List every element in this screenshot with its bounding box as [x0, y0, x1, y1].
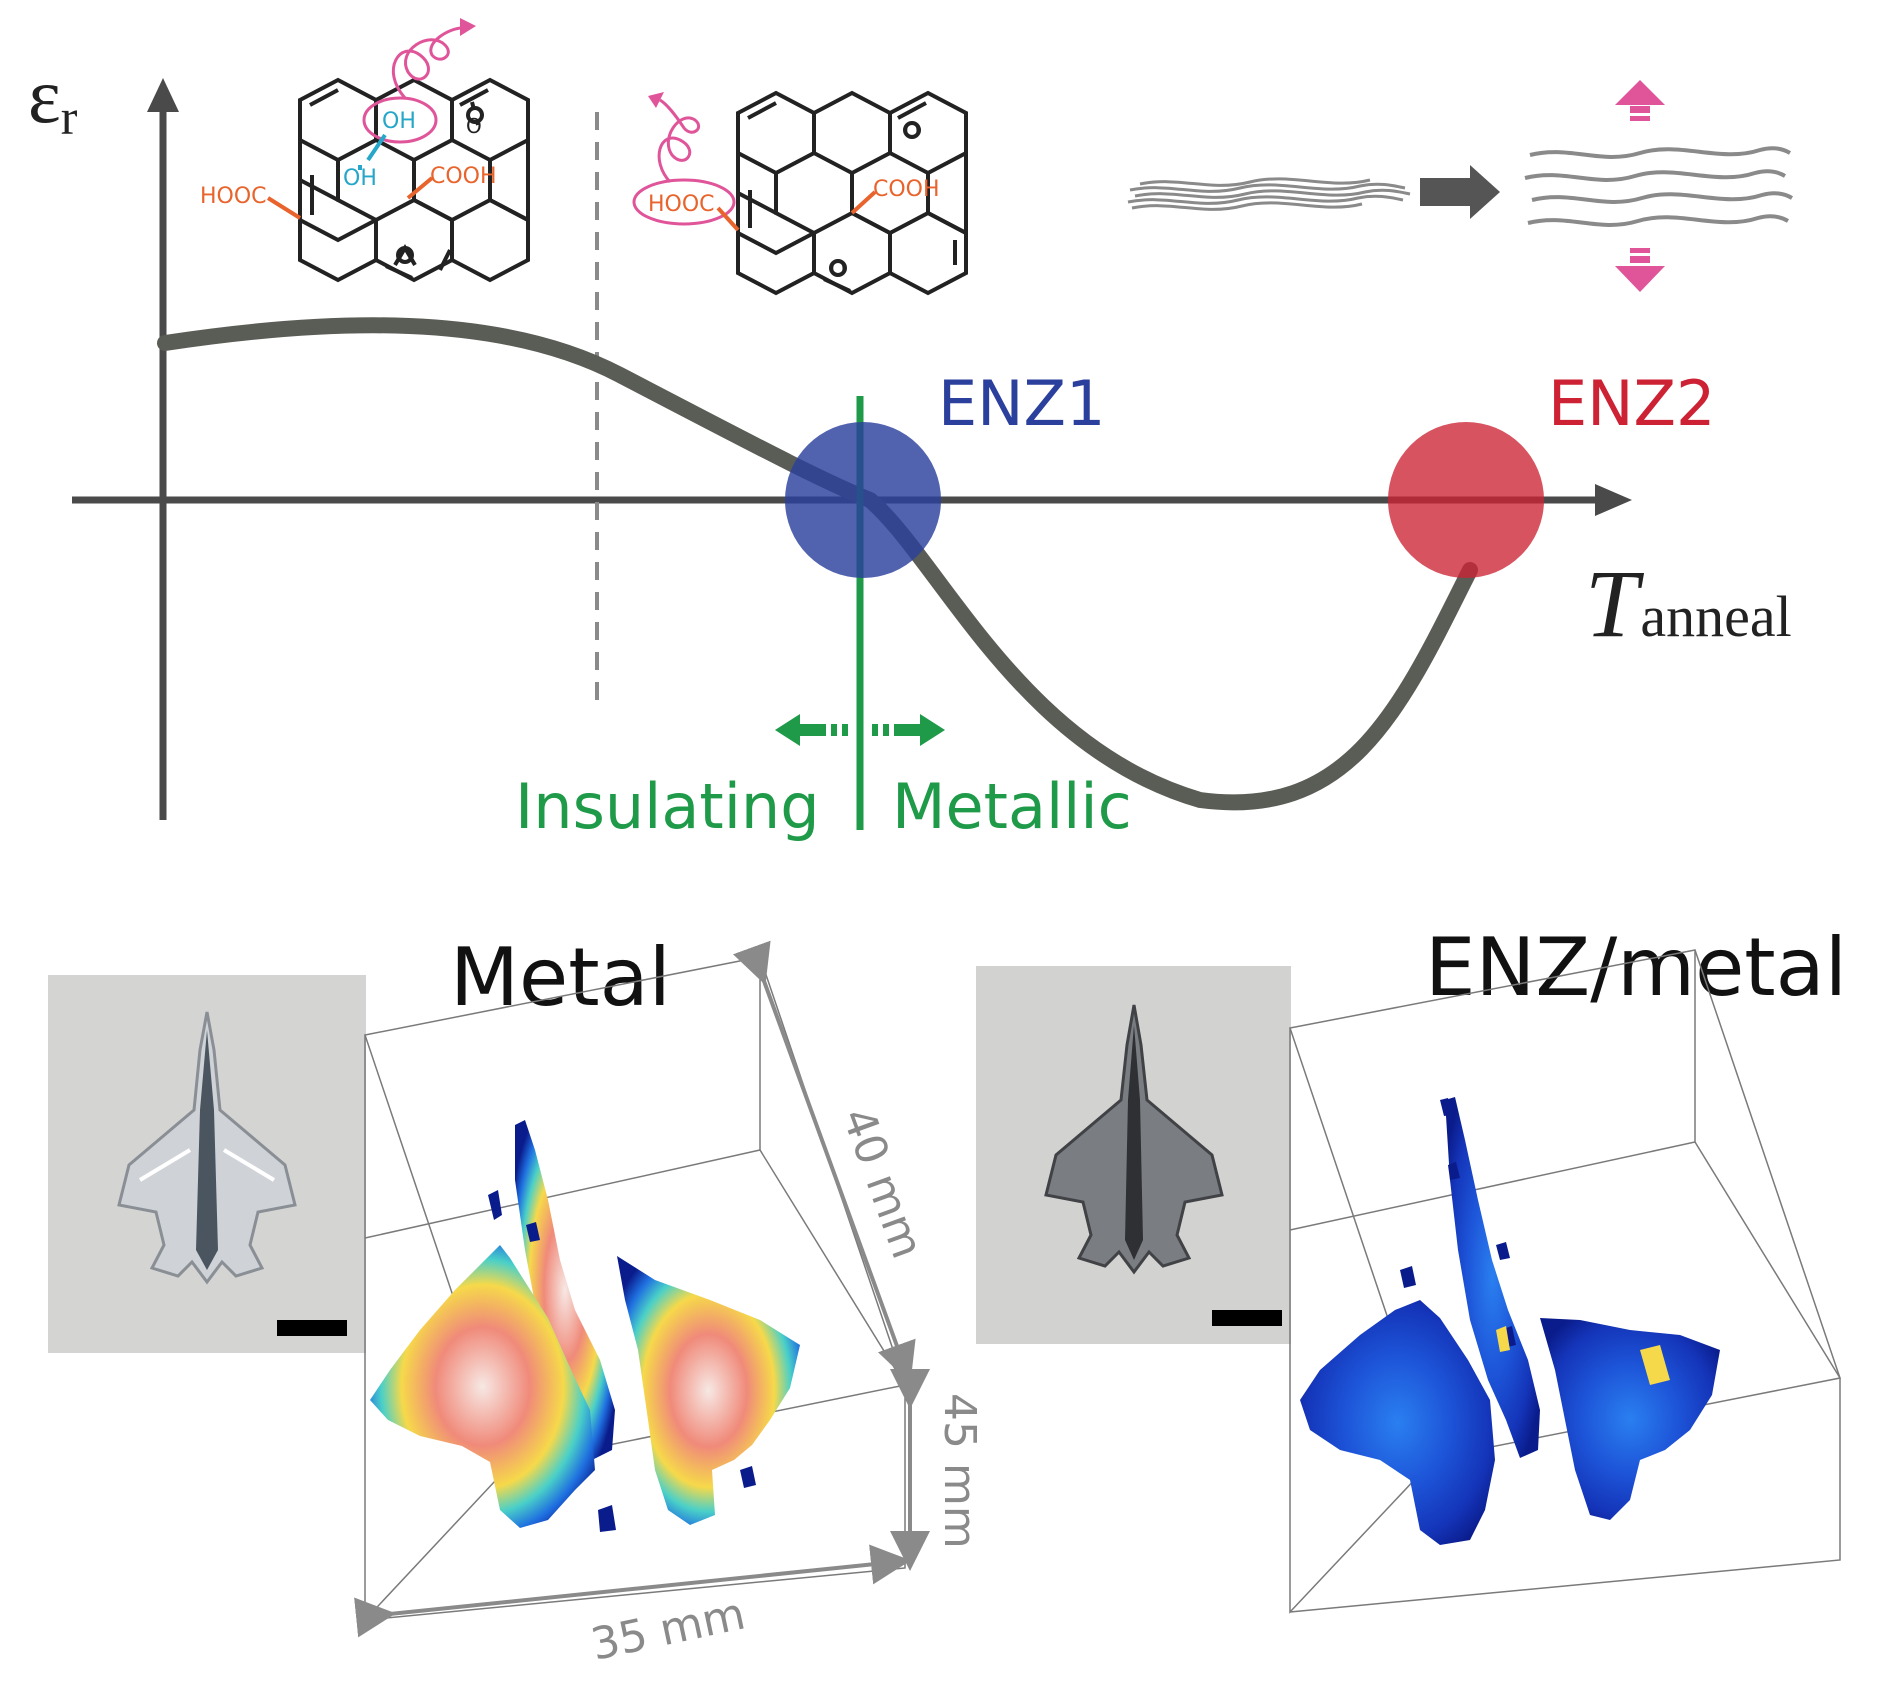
dimension-width: 35 mm — [354, 1544, 911, 1671]
chem-hooc-circled: HOOC — [648, 192, 715, 217]
chem-oh: OH — [343, 166, 377, 191]
released-oh-highlight — [362, 96, 438, 144]
metal-title: Metal — [450, 931, 671, 1024]
enz-metal-title: ENZ/metal — [1425, 921, 1847, 1014]
scale-bar-2 — [1212, 1310, 1282, 1326]
y-axis-label: εr — [28, 52, 78, 145]
enz1-point — [785, 422, 941, 578]
metal-panel: Metal 40 mm — [48, 931, 985, 1671]
enz-metal-aircraft-photo — [976, 966, 1291, 1344]
insulating-metallic-arrow-icon — [775, 714, 945, 746]
enz-metal-scan-heatmap — [1300, 1097, 1720, 1545]
chem-hooc-left: HOOC — [200, 184, 267, 209]
permittivity-diagram: εr Tanneal ENZ1 ENZ2 Insulating Metallic — [28, 18, 1794, 843]
oh-release-spiral-icon — [391, 26, 463, 99]
dimension-depth: 40 mm — [732, 940, 933, 1384]
chem-oh-circled: OH — [382, 109, 416, 134]
released-cooh-highlight — [632, 178, 736, 226]
scale-bar — [277, 1320, 347, 1336]
chem-cooh-right: COOH — [873, 177, 940, 202]
metal-scan-heatmap — [370, 1120, 800, 1532]
dim-height-label: 45 mm — [934, 1393, 985, 1549]
expanded-sheets-icon — [1524, 146, 1794, 227]
metal-aircraft-photo — [48, 975, 366, 1353]
graphene-oxide-molecule-icon — [298, 77, 530, 283]
enz-metal-panel: ENZ/metal — [976, 921, 1847, 1614]
chem-o-3: O — [904, 119, 920, 143]
expansion-down-arrow-icon — [1615, 248, 1665, 292]
chem-o-4: O — [830, 257, 846, 281]
cooh-release-spiral-icon — [657, 98, 701, 184]
x-axis-label: Tanneal — [1585, 550, 1792, 657]
enz-metal-3d-box — [1289, 949, 1841, 1614]
dimension-height: 45 mm — [890, 1369, 985, 1571]
y-axis — [147, 78, 179, 820]
stacked-sheets-icon — [1127, 177, 1411, 211]
expansion-arrow-icon — [1420, 165, 1500, 219]
chem-o-1: O — [466, 114, 482, 138]
enz2-label: ENZ2 — [1548, 367, 1715, 440]
chem-cooh-left: COOH — [430, 164, 497, 189]
enz1-label: ENZ1 — [938, 367, 1105, 440]
expansion-up-arrow-icon — [1615, 80, 1665, 121]
insulating-label: Insulating — [515, 770, 820, 843]
reduced-graphene-oxide-molecule-icon — [736, 90, 968, 296]
enz2-point — [1388, 422, 1544, 578]
dim-width-label: 35 mm — [587, 1589, 750, 1671]
metallic-label: Metallic — [892, 770, 1132, 843]
chem-o-2: O — [397, 243, 413, 267]
dim-depth-label: 40 mm — [832, 1101, 933, 1265]
